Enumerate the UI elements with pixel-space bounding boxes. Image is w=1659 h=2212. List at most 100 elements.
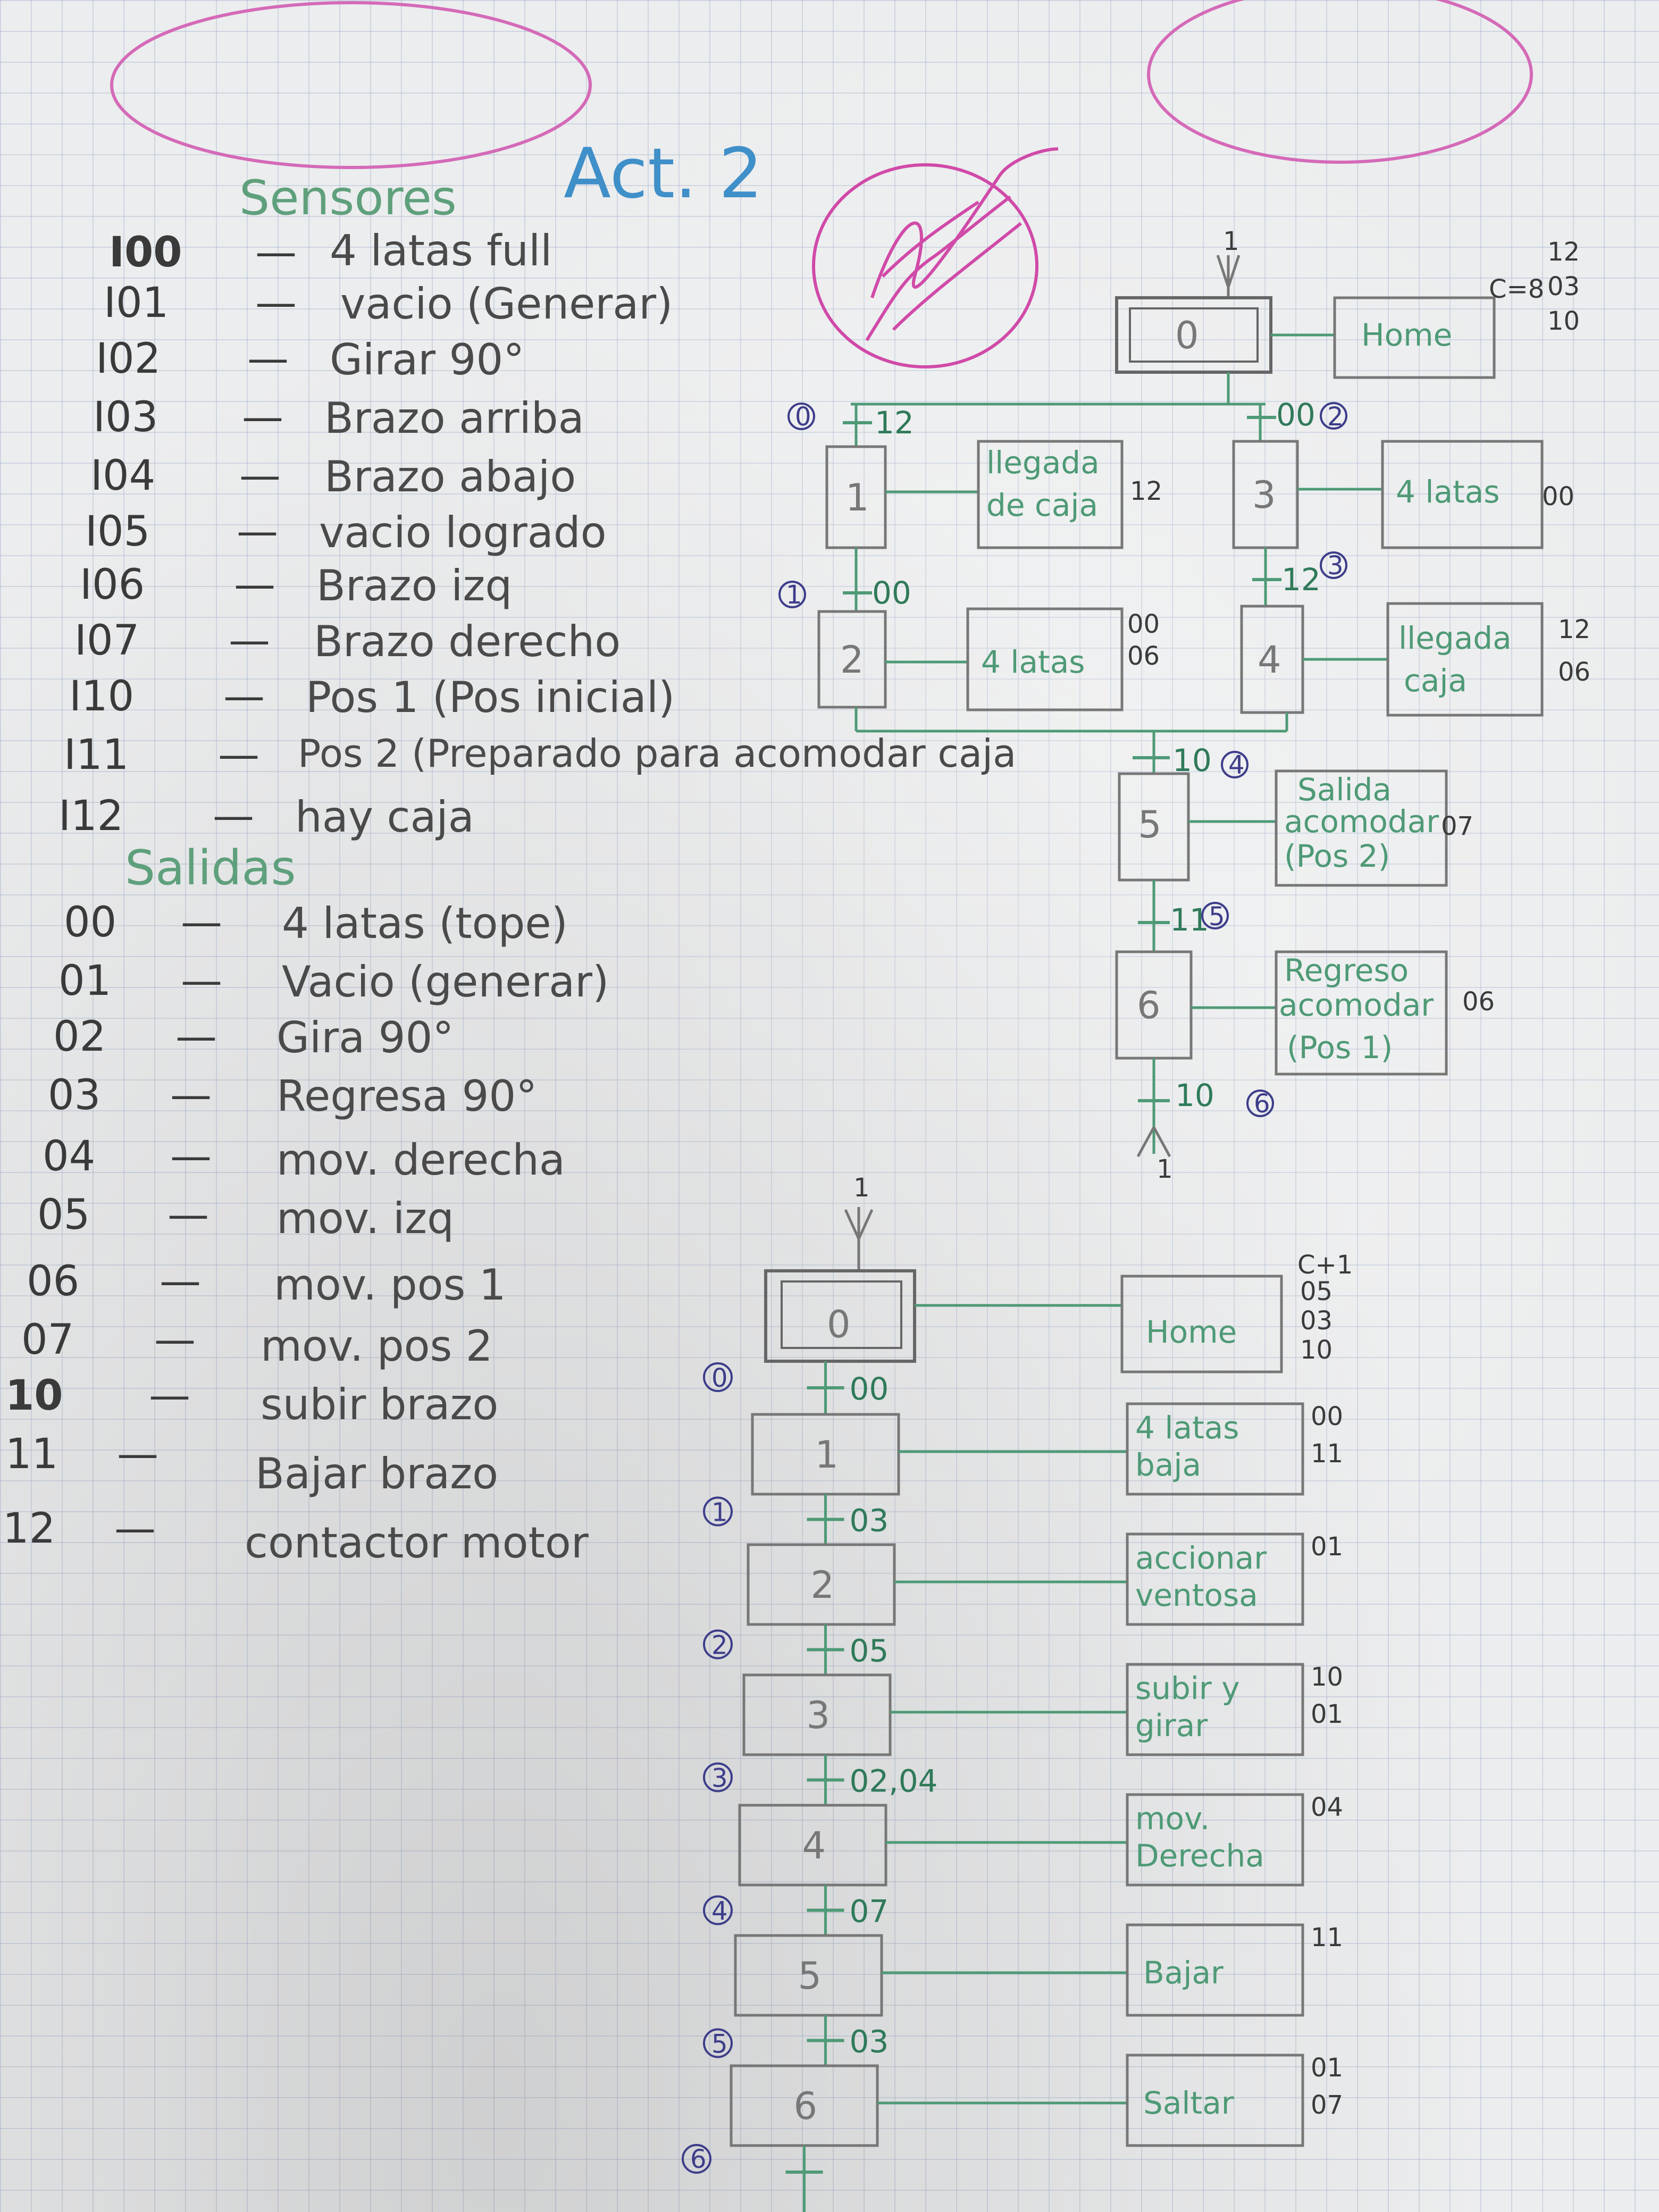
action-box — [1275, 769, 1448, 887]
entry-arrow — [1216, 255, 1241, 298]
action-label: caja — [1404, 663, 1467, 699]
action-output: 01 — [1311, 1532, 1343, 1562]
transition-circle — [703, 2028, 733, 2058]
output-code: 01 — [58, 957, 112, 1005]
transition-number: 2 — [1327, 402, 1344, 432]
action-output: 12 — [1130, 476, 1162, 506]
action-box — [1275, 950, 1448, 1076]
transition-circle — [703, 1362, 733, 1392]
step-box — [738, 1804, 887, 1887]
output-code: 10 — [5, 1372, 63, 1420]
sensor-desc: 4 latas full — [330, 226, 552, 275]
action-label: Derecha — [1135, 1838, 1264, 1874]
output-desc: Vacio (generar) — [282, 957, 609, 1007]
action-box — [1126, 2054, 1304, 2147]
action-box — [1126, 1663, 1304, 1756]
sensor-desc: Brazo abajo — [324, 452, 576, 501]
sensor-desc: hay caja — [295, 792, 474, 842]
sensor-code: I11 — [64, 731, 129, 779]
outputs-heading: Salidas — [125, 840, 296, 896]
dash: — — [167, 1191, 209, 1239]
sensor-desc: vacio logrado — [319, 508, 607, 557]
action-output: 01 — [1311, 1699, 1343, 1729]
action-output: C+1 — [1297, 1250, 1353, 1280]
action-output: 12 — [1547, 237, 1580, 267]
sensor-code: I07 — [74, 617, 140, 665]
action-label: acomodar — [1284, 803, 1439, 840]
action-label: (Pos 1) — [1287, 1029, 1393, 1066]
action-label: Salida — [1297, 772, 1392, 808]
step-number: 2 — [811, 1563, 835, 1607]
sensor-code: I12 — [58, 792, 124, 840]
sensor-desc: Brazo derecho — [314, 617, 621, 666]
output-code: 05 — [37, 1191, 90, 1239]
action-output: 10 — [1300, 1335, 1333, 1365]
action-box-home — [1120, 1275, 1283, 1373]
action-label: Regreso — [1284, 952, 1409, 988]
step-number: 3 — [807, 1694, 831, 1737]
dash: — — [181, 899, 222, 946]
loop-label: 1 — [853, 1173, 870, 1203]
sensor-code: I06 — [80, 561, 145, 609]
transition-condition: 12 — [1281, 562, 1321, 598]
output-code: 02 — [53, 1013, 106, 1061]
dash: — — [181, 957, 222, 1005]
output-desc: mov. izq — [276, 1194, 454, 1243]
transition-number: 3 — [1327, 551, 1344, 581]
transition-condition: 02,04 — [850, 1763, 938, 1799]
sensor-code: I03 — [93, 393, 158, 441]
step-number: 6 — [1137, 984, 1161, 1027]
step-number: 5 — [1138, 803, 1162, 847]
pink-oval-right — [1147, 0, 1533, 164]
action-box — [1126, 1402, 1304, 1496]
transition-number: 4 — [711, 1897, 728, 1926]
dash: — — [175, 1013, 217, 1061]
action-output: 11 — [1311, 1923, 1343, 1953]
step-0-initial: 0 — [764, 1269, 916, 1363]
action-output: 07 — [1441, 811, 1473, 841]
output-code: 07 — [21, 1316, 74, 1364]
action-output: 03 — [1547, 272, 1580, 301]
action-label: subir y — [1135, 1670, 1240, 1706]
step-number: 4 — [1258, 638, 1281, 682]
action-label: 4 latas — [1396, 474, 1500, 510]
step-number: 1 — [815, 1433, 839, 1477]
action-label: llegada — [986, 445, 1100, 481]
action-label: mov. — [1135, 1800, 1210, 1837]
dash: — — [117, 1430, 158, 1478]
step-box — [747, 1543, 896, 1626]
action-label: de caja — [986, 487, 1098, 523]
action-output: 06 — [1558, 657, 1590, 687]
sensor-desc: Brazo arriba — [324, 393, 584, 443]
transition-circle — [703, 1496, 733, 1527]
transition-circle — [703, 1895, 733, 1925]
step-number: 1 — [845, 476, 869, 520]
action-output: 01 — [1311, 2053, 1343, 2083]
output-desc: contactor motor — [245, 1518, 589, 1568]
home-note: C=8 — [1489, 274, 1544, 304]
output-code: 00 — [64, 899, 117, 946]
action-label: baja — [1135, 1447, 1201, 1483]
step-box — [734, 1934, 883, 2017]
action-label: Home — [1146, 1314, 1237, 1350]
step-box — [742, 1673, 892, 1756]
output-code: 06 — [27, 1258, 80, 1305]
dash: — — [229, 617, 270, 665]
action-output: 04 — [1311, 1792, 1343, 1822]
entry-arrow — [844, 1207, 874, 1271]
transition-condition: 10 — [1175, 1077, 1214, 1113]
sensor-code: I10 — [69, 673, 135, 720]
dash: — — [255, 229, 297, 276]
sensor-desc: Pos 1 (Pos inicial) — [306, 673, 675, 722]
transition-number: 5 — [1209, 902, 1225, 932]
dash: — — [242, 393, 283, 441]
transition-number: 1 — [711, 1498, 728, 1528]
transition-condition: 00 — [1276, 397, 1316, 433]
step-number: 6 — [794, 2084, 818, 2128]
output-desc: mov. derecha — [276, 1135, 565, 1185]
dash: — — [239, 452, 281, 500]
